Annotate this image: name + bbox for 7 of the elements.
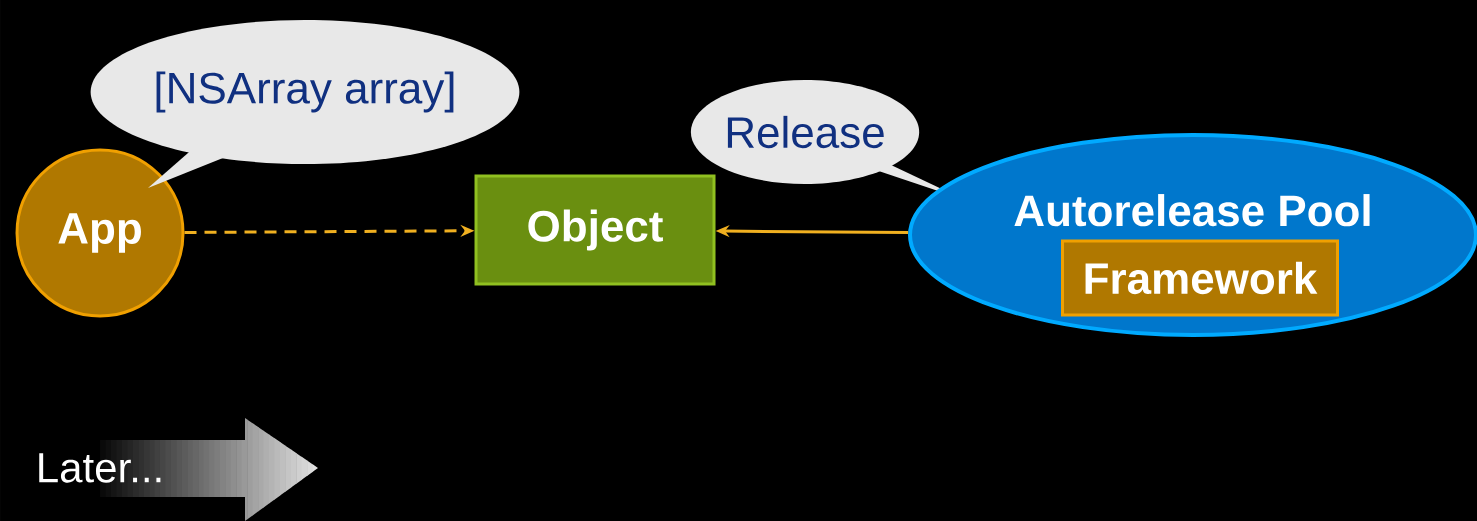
process-box: Framework [1061,239,1339,317]
process-box: Object [474,174,716,286]
arrow-banner: Later... [39,418,318,521]
node-label: Later... [39,453,161,483]
circle-node: App [15,148,185,318]
speech-bubble: [NSArray array] [90,20,520,188]
speech-bubble: Release [690,80,965,200]
